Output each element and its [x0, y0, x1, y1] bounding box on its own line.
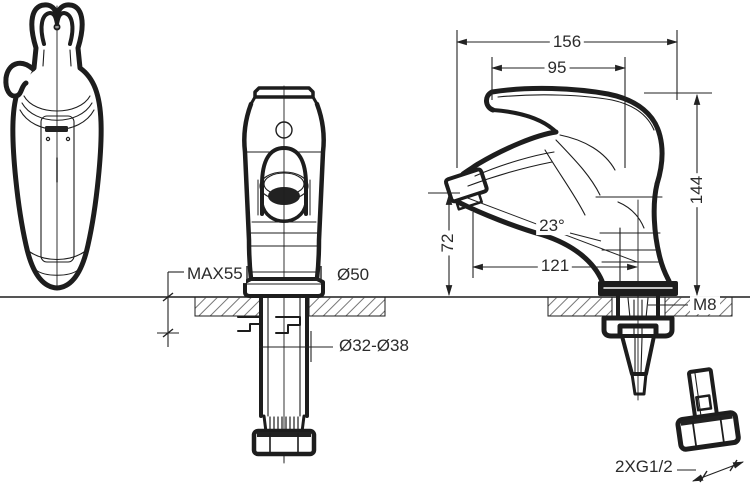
label-lever-length: 95 [544, 59, 570, 77]
logo-dot-right [65, 136, 71, 142]
leader-23deg [569, 232, 602, 242]
label-max-deck-thickness: MAX55 [184, 265, 246, 283]
fitting-tube [687, 367, 719, 422]
top-view-details [19, 5, 95, 289]
label-overall-length: 156 [549, 33, 585, 51]
front-view-drawing [237, 85, 326, 464]
stud-tail [630, 372, 648, 396]
lever-underside [491, 108, 558, 134]
front-shank [237, 294, 317, 464]
label-supply-connection: 2XG1/2 [612, 458, 676, 476]
body-right [651, 181, 672, 284]
side-body-lines [467, 94, 663, 297]
base-flange [243, 277, 325, 298]
label-spout-angle: 23° [536, 217, 568, 235]
front-body-lines [250, 85, 318, 463]
dim-g12 [677, 459, 745, 483]
top-view-drawing [3, 2, 104, 291]
dim-max55 [157, 271, 184, 347]
label-total-height: 144 [687, 172, 706, 208]
lever-outline [484, 85, 665, 187]
mounting-tab-left [237, 316, 262, 332]
side-mounting-hardware [601, 294, 675, 401]
logo-dot-left [45, 136, 51, 142]
label-fixing-stud: M8 [690, 296, 720, 314]
supply-fitting-detail [675, 367, 741, 452]
dim-o50-marks [246, 266, 322, 281]
label-base-diameter: Ø50 [334, 266, 373, 284]
fitting-detail-window [695, 394, 713, 412]
body-left-edge [242, 101, 254, 282]
dimension-lines [157, 30, 745, 483]
counter-deck [0, 296, 750, 317]
spout-bottom-body-left [455, 199, 605, 284]
label-mounting-hole: Ø32-Ø38 [336, 337, 412, 355]
label-spout-height: 72 [438, 230, 457, 256]
side-view-drawing [443, 85, 678, 401]
mounting-tab-right [275, 316, 301, 334]
counter-hatch-front-view [194, 296, 386, 317]
mounting-bracket [601, 315, 675, 339]
lever-hook [3, 60, 36, 99]
spout-top-edge [460, 129, 559, 177]
body-right-edge [314, 101, 326, 282]
brand-logo-mark [45, 126, 68, 132]
label-spout-reach: 121 [537, 257, 573, 275]
